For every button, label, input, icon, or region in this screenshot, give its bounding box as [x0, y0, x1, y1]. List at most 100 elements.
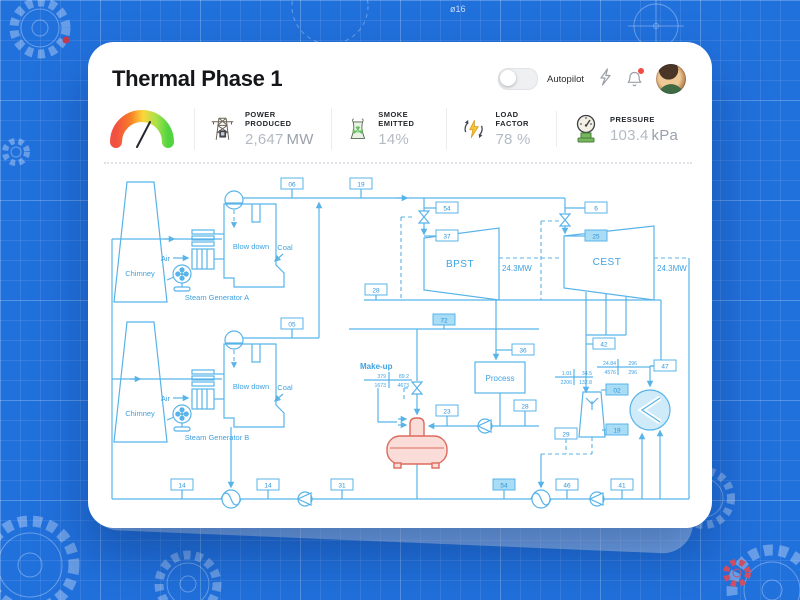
stat-label: POWER PRODUCED [244, 110, 292, 128]
pump-icon [296, 491, 313, 507]
valve-icon [558, 213, 572, 227]
stat-label: LOAD FACTOR [495, 110, 529, 128]
valve-icon [410, 381, 424, 395]
bell-icon[interactable] [626, 68, 644, 88]
tag-chip[interactable]: 05 [280, 317, 304, 330]
boiler-a [223, 203, 285, 288]
blow-down-label: Blow down [233, 382, 269, 391]
health-gauge [104, 106, 194, 152]
coal-label: Coal [277, 243, 293, 252]
tag-chip[interactable]: 36 [511, 343, 535, 356]
stat-value: 2,647 [244, 131, 284, 148]
svg-text:05: 05 [288, 321, 296, 328]
stat-value: 103.4 [610, 126, 649, 144]
cest-output-label: 24.3MW [657, 264, 687, 273]
tag-chip[interactable]: 47 [653, 359, 677, 372]
process-unit: Process [474, 361, 526, 394]
process-diagram: Chimney Air Blow down Coal Steam Generat… [111, 177, 690, 509]
pump-icon [588, 491, 605, 507]
svg-text:47: 47 [661, 363, 669, 370]
tag-chip[interactable]: 23 [435, 404, 459, 417]
header: Thermal Phase 1 Autopilot [88, 42, 712, 94]
svg-text:25: 25 [592, 233, 600, 240]
svg-text:28: 28 [372, 287, 380, 294]
table-cell: 4673 [397, 383, 409, 389]
table-cell: 89.2 [399, 374, 409, 380]
tag-chip[interactable]: 37 [435, 229, 459, 242]
svg-text:23: 23 [443, 408, 451, 415]
tag-chips: 06 19 54 37 6 25 28 72 36 28 23 05 42 47… [170, 177, 677, 491]
table-cell: 1.01 [562, 371, 572, 377]
dimension-label: ø16 [450, 4, 466, 14]
air-fan-icon [172, 264, 192, 292]
dashed-lines [400, 216, 687, 455]
blow-down-label: Blow down [233, 242, 269, 251]
stat-value: 78 % [495, 131, 531, 148]
tag-chip[interactable]: 02 [605, 383, 629, 396]
cooling-tower: 1.01 34.5 2206 132.8 [555, 369, 606, 438]
boiler-b [223, 343, 285, 428]
air-label: Air [161, 254, 171, 263]
heat-exchanger-icon [530, 489, 552, 509]
svg-text:36: 36 [519, 347, 527, 354]
table-cell: 132.8 [579, 380, 592, 386]
notification-dot [638, 68, 644, 74]
svg-text:46: 46 [563, 482, 571, 489]
tag-chip[interactable]: 19 [605, 423, 629, 436]
chimney-label: Chimney [125, 269, 155, 278]
coal-label: Coal [277, 383, 293, 392]
steam-generator-a: Chimney Air Blow down Coal Steam Generat… [113, 181, 293, 303]
tag-chip[interactable]: 06 [280, 177, 304, 190]
tag-chip[interactable]: 14 [170, 478, 194, 491]
tag-chip[interactable]: 31 [330, 478, 354, 491]
transmission-tower-icon [211, 117, 234, 140]
energy-cycle-icon [464, 119, 483, 139]
tag-chip[interactable]: 28 [513, 399, 537, 412]
svg-text:14: 14 [264, 482, 272, 489]
tag-chip[interactable]: 19 [349, 177, 373, 190]
bpst-turbine: BPST 24.3MW [423, 227, 532, 301]
table-cell: 296 [628, 370, 637, 376]
gear-icon [2, 138, 30, 166]
svg-text:19: 19 [613, 427, 621, 434]
chimney-a [113, 181, 168, 303]
makeup-label: Make-up [360, 362, 393, 371]
table-cell: 4576 [604, 370, 616, 376]
tag-chip[interactable]: 41 [610, 478, 634, 491]
svg-text:29: 29 [562, 431, 570, 438]
gauge-icon [110, 110, 174, 148]
bpst-label: BPST [446, 259, 474, 270]
gear-icon [723, 559, 751, 587]
tag-chip[interactable]: 54 [492, 478, 516, 491]
table-cell: 24.84 [603, 361, 616, 367]
stat-unit: kPa [651, 126, 678, 144]
tag-chip[interactable]: 25 [584, 229, 608, 242]
svg-text:14: 14 [178, 482, 186, 489]
bpst-output-label: 24.3MW [502, 264, 532, 273]
tag-chip[interactable]: 42 [592, 337, 616, 350]
chimney-b [113, 321, 168, 443]
gear-icon [9, 0, 71, 59]
tag-chip[interactable]: 29 [554, 427, 578, 440]
autopilot-toggle[interactable] [498, 68, 539, 90]
svg-text:19: 19 [357, 181, 365, 188]
cest-turbine: CEST 24.3MW [563, 225, 687, 301]
svg-text:72: 72 [440, 317, 448, 324]
tag-chip[interactable]: 54 [435, 201, 459, 214]
tag-chip[interactable]: 14 [256, 478, 280, 491]
table-cell: 379 [377, 374, 386, 380]
avatar[interactable] [656, 64, 686, 94]
tag-chip[interactable]: 28 [364, 283, 388, 296]
tag-chip[interactable]: 72 [432, 313, 456, 326]
flash-icon[interactable] [597, 67, 613, 91]
tag-chip[interactable]: 6 [584, 201, 608, 214]
gear-icon [726, 544, 800, 600]
steam-drum [224, 330, 244, 350]
steam-drum [224, 190, 244, 210]
svg-text:54: 54 [443, 205, 451, 212]
tag-chip[interactable]: 46 [555, 478, 579, 491]
steam-generator-b: Chimney Air Blow down Coal Steam Generat… [113, 321, 293, 443]
makeup-section: Make-up 379 89.2 1673 4673 [360, 362, 412, 389]
svg-text:42: 42 [600, 341, 608, 348]
